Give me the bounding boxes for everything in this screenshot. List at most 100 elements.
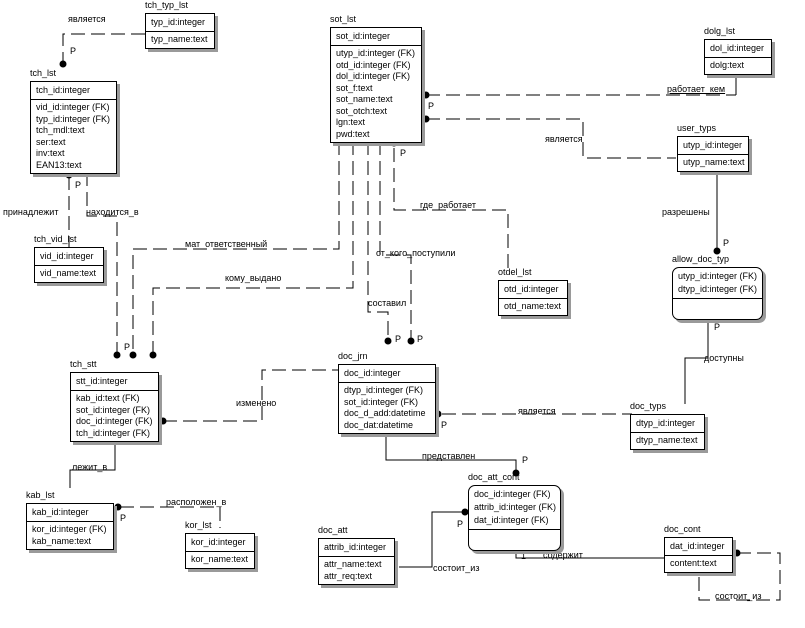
dot-sot-lst-right1	[422, 91, 430, 99]
label-nakhoditsya-v: находится_в	[86, 207, 139, 217]
marker-p: P	[522, 455, 529, 465]
entity-name: doc_att	[318, 525, 348, 535]
entity-name: tch_stt	[70, 359, 97, 369]
label-soderzhit: содержит	[543, 550, 583, 560]
pk-list: tch_id:integer	[31, 82, 116, 100]
entity-name: user_typs	[677, 123, 717, 133]
attribute-row: attrib_id:integer	[324, 542, 387, 552]
marker-one: 1	[521, 551, 527, 561]
attribute-row: sot_f:text	[336, 82, 373, 93]
attribute-row: tch_id:integer	[36, 85, 91, 95]
attribute-row: kor_name:text	[191, 554, 249, 564]
dot-tch-stt-1	[113, 351, 121, 359]
marker-p: P	[400, 148, 407, 158]
attribute-row: dolg:text	[710, 60, 745, 70]
rel-line-predstavlen	[385, 435, 517, 470]
pk-list: kab_id:integer	[27, 504, 113, 522]
entity-name: otdel_lst	[498, 267, 532, 277]
rel-line-raspolozhen-v	[120, 506, 221, 528]
label-dostupny: доступны	[704, 353, 744, 363]
entity-allow-doc-typ[interactable]: allow_doc_typ utyp_id:integer (FK)dtyp_i…	[672, 254, 763, 320]
marker-p: P	[75, 180, 82, 190]
attribute-row: dat_id:integer (FK)	[474, 515, 549, 525]
entity-name: allow_doc_typ	[672, 254, 730, 264]
rel-line-yavlyaetsya-user	[426, 118, 676, 159]
attr-list	[673, 299, 762, 319]
dot-doc-jrn-right	[434, 410, 442, 418]
entity-user-typs[interactable]: user_typs utyp_id:integer utyp_name:text	[677, 123, 749, 172]
pk-list: stt_id:integer	[71, 373, 158, 391]
marker-p: P	[714, 322, 721, 332]
pk-list: typ_id:integer	[146, 14, 214, 32]
entity-name: kor_lst	[185, 520, 212, 530]
attribute-row: sot_id:integer (FK)	[344, 396, 419, 407]
attribute-row: vid_id:integer	[40, 251, 94, 261]
label-sostoit-iz-att: состоит_из	[433, 563, 480, 573]
entity-name: kab_lst	[26, 490, 55, 500]
attribute-row: stt_id:integer	[76, 376, 128, 386]
marker-p: P	[457, 519, 464, 529]
attribute-row: attr_req:text	[324, 570, 373, 581]
attribute-row: dol_id:integer (FK)	[336, 71, 411, 81]
entity-tch-vid-lst[interactable]: tch_vid_lst vid_id:integer vid_name:text	[34, 234, 104, 283]
rel-line-sostavil	[367, 141, 389, 338]
attribute-row: dat_id:integer	[670, 541, 725, 551]
entity-name: doc_cont	[664, 524, 701, 534]
marker-p: P	[723, 238, 730, 248]
attribute-row: utyp_name:text	[683, 157, 745, 167]
rel-line-sostoit-iz-att	[399, 511, 464, 568]
attr-list: dolg:text	[705, 58, 771, 74]
attr-list: utyp_id:integer (FK)otd_id:integer (FK)d…	[331, 46, 421, 142]
entity-name: tch_vid_lst	[34, 234, 77, 244]
attribute-row: otd_name:text	[504, 301, 562, 311]
attribute-row: kor_id:integer (FK)	[32, 524, 107, 534]
dot-tch-lst-top	[59, 60, 67, 68]
attribute-row: utyp_id:integer (FK)	[678, 271, 758, 281]
attribute-row: attr_name:text	[324, 559, 382, 569]
attribute-row: ser:text	[36, 136, 66, 147]
dot-doc-jrn-1	[384, 337, 392, 345]
dot-allow-doc-top	[713, 247, 721, 255]
dot-tch-stt-3	[149, 351, 157, 359]
entity-tch-typ-lst[interactable]: tch_typ_lst typ_id:integer typ_name:text	[145, 0, 215, 49]
attr-list: kab_id:text (FK)sot_id:integer (FK)doc_i…	[71, 391, 158, 441]
rel-line-ot-kogo	[379, 141, 412, 338]
attribute-row: typ_id:integer (FK)	[36, 113, 111, 124]
rel-line-izmeneno	[163, 369, 338, 422]
label-yavlyaetsya-doc: является	[518, 406, 556, 416]
attribute-row: vid_name:text	[40, 268, 97, 278]
pk-list: dol_id:integer	[705, 40, 771, 58]
attribute-row: typ_name:text	[151, 34, 208, 44]
entity-doc-att-cont[interactable]: doc_att_cont doc_id:integer (FK)attrib_i…	[468, 472, 561, 551]
attr-list: kor_id:integer (FK)kab_name:text	[27, 522, 113, 549]
attribute-row: sot_id:integer (FK)	[76, 404, 151, 415]
dot-tch-stt-2	[129, 351, 137, 359]
rel-line-komu-vydano	[152, 141, 354, 352]
attribute-row: otd_id:integer (FK)	[336, 59, 411, 70]
rel-line-gde-rabotaet	[393, 148, 509, 268]
pk-list: utyp_id:integer (FK)dtyp_id:integer (FK)	[673, 268, 762, 299]
attribute-row: sot_name:text	[336, 94, 393, 104]
entity-name: tch_typ_lst	[145, 0, 189, 10]
pk-list: utyp_id:integer	[678, 137, 748, 155]
attr-list	[469, 530, 560, 550]
label-raspolozhen-v: расположен_в	[166, 497, 227, 507]
label-ot-kogo-postupili: от_кого_поступили	[376, 248, 456, 258]
attribute-row: vid_id:integer (FK)	[36, 102, 110, 112]
label-predstavlen: представлен	[422, 451, 476, 461]
dot-doc-att-cont-left	[461, 508, 469, 516]
pk-list: dat_id:integer	[665, 538, 732, 556]
entity-tch-stt[interactable]: tch_stt stt_id:integer kab_id:text (FK)so…	[70, 359, 159, 442]
label-izmeneno: изменено	[236, 398, 277, 408]
